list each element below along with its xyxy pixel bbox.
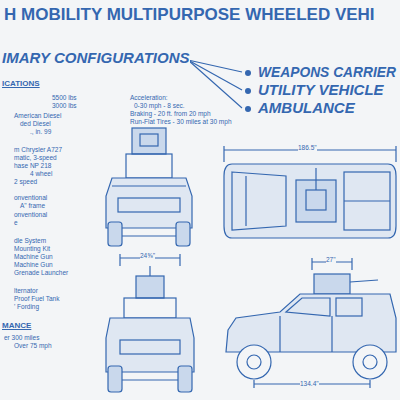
dimension: 24⅝" (140, 252, 155, 259)
spec-line: A" frame (20, 202, 45, 209)
front-view-lower (106, 254, 194, 392)
spec-line: Run-Flat Tires - 30 miles at 30 mph (130, 118, 232, 125)
spec-line: onventional (14, 211, 47, 218)
config-heading: IMARY CONFIGURATIONS (2, 50, 190, 67)
spec-line: ., in. 99 (30, 128, 51, 135)
dimension: 134.4" (300, 380, 319, 387)
spec-line: ded Diesel (20, 120, 51, 127)
spec-line: Braking - 20 ft. from 20 mph (130, 110, 211, 117)
spec-line: Grenade Launcher (14, 269, 68, 276)
spec-line: hase NP 218 (14, 162, 51, 169)
spec-heading: ICATIONS (2, 80, 40, 89)
spec-line: dle System (14, 237, 46, 244)
pointer-lines (188, 60, 242, 108)
spec-line: 0-30 mph - 8 sec. (134, 102, 185, 109)
spec-line: 2 speed (14, 178, 37, 185)
config-item: WEAPONS CARRIER (258, 64, 396, 81)
spec-line: American Diesel (14, 112, 61, 119)
spec-line: er 300 miles (4, 334, 39, 341)
spec-line: 5500 lbs (52, 94, 77, 101)
spec-line: Over 75 mph (14, 342, 52, 349)
title: H MOBILITY MULTIPURPOSE WHEELED VEHI (4, 6, 375, 25)
performance-heading: MANCE (2, 322, 31, 331)
spec-line: Machine Gun (14, 253, 53, 260)
spec-line: lternator (14, 287, 38, 294)
dimension: 186.5" (298, 144, 317, 151)
front-view-upper (106, 128, 192, 246)
spec-line: Machine Gun (14, 261, 53, 268)
spec-line: Proof Fuel Tank (14, 295, 59, 302)
spec-line: 4 wheel (30, 170, 52, 177)
spec-line: 3000 lbs (52, 102, 77, 109)
spec-line: onventional (14, 194, 47, 201)
config-item: AMBULANCE (258, 100, 355, 117)
spec-line: ' Fording (14, 303, 39, 310)
side-view (226, 258, 396, 388)
top-view (224, 146, 396, 238)
spec-line: e (14, 219, 18, 226)
spec-line: m Chrysler A727 (14, 146, 62, 153)
dimension: 27" (326, 256, 336, 263)
bullets (245, 70, 251, 112)
spec-line: matic, 3-speed (14, 154, 57, 161)
spec-line: Mounting Kit (14, 245, 50, 252)
spec-line: Acceleration: (130, 94, 168, 101)
config-item: UTILITY VEHICLE (258, 82, 384, 99)
